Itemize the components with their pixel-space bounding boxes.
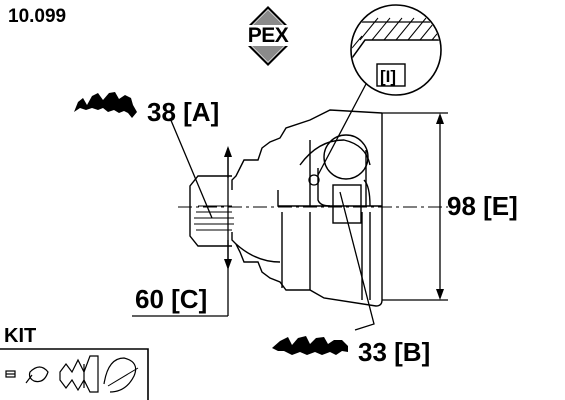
brand-logo-mark (236, 6, 300, 66)
spline-teeth-icon-b (272, 336, 348, 355)
dimension-e-label: 98 [E] (447, 191, 518, 221)
dimension-c (132, 146, 232, 317)
part-number: 10.099 (8, 6, 67, 27)
kit-contents-icon (0, 348, 149, 400)
spline-teeth-icon-a (74, 92, 137, 118)
dimension-b-label: 33 [B] (358, 337, 431, 367)
dimension-e (382, 112, 448, 301)
leader-a (169, 117, 213, 219)
detail-callout-circle (308, 4, 442, 186)
detail-label: [I] (380, 67, 397, 86)
dimension-c-label: 60 [C] (135, 284, 208, 314)
brand-logo-text: PEX (247, 24, 289, 47)
cv-joint-outline (189, 109, 383, 307)
kit-label: KIT (4, 325, 37, 347)
leader-b (339, 191, 375, 331)
dimension-a-label: 38 [A] (147, 97, 220, 127)
